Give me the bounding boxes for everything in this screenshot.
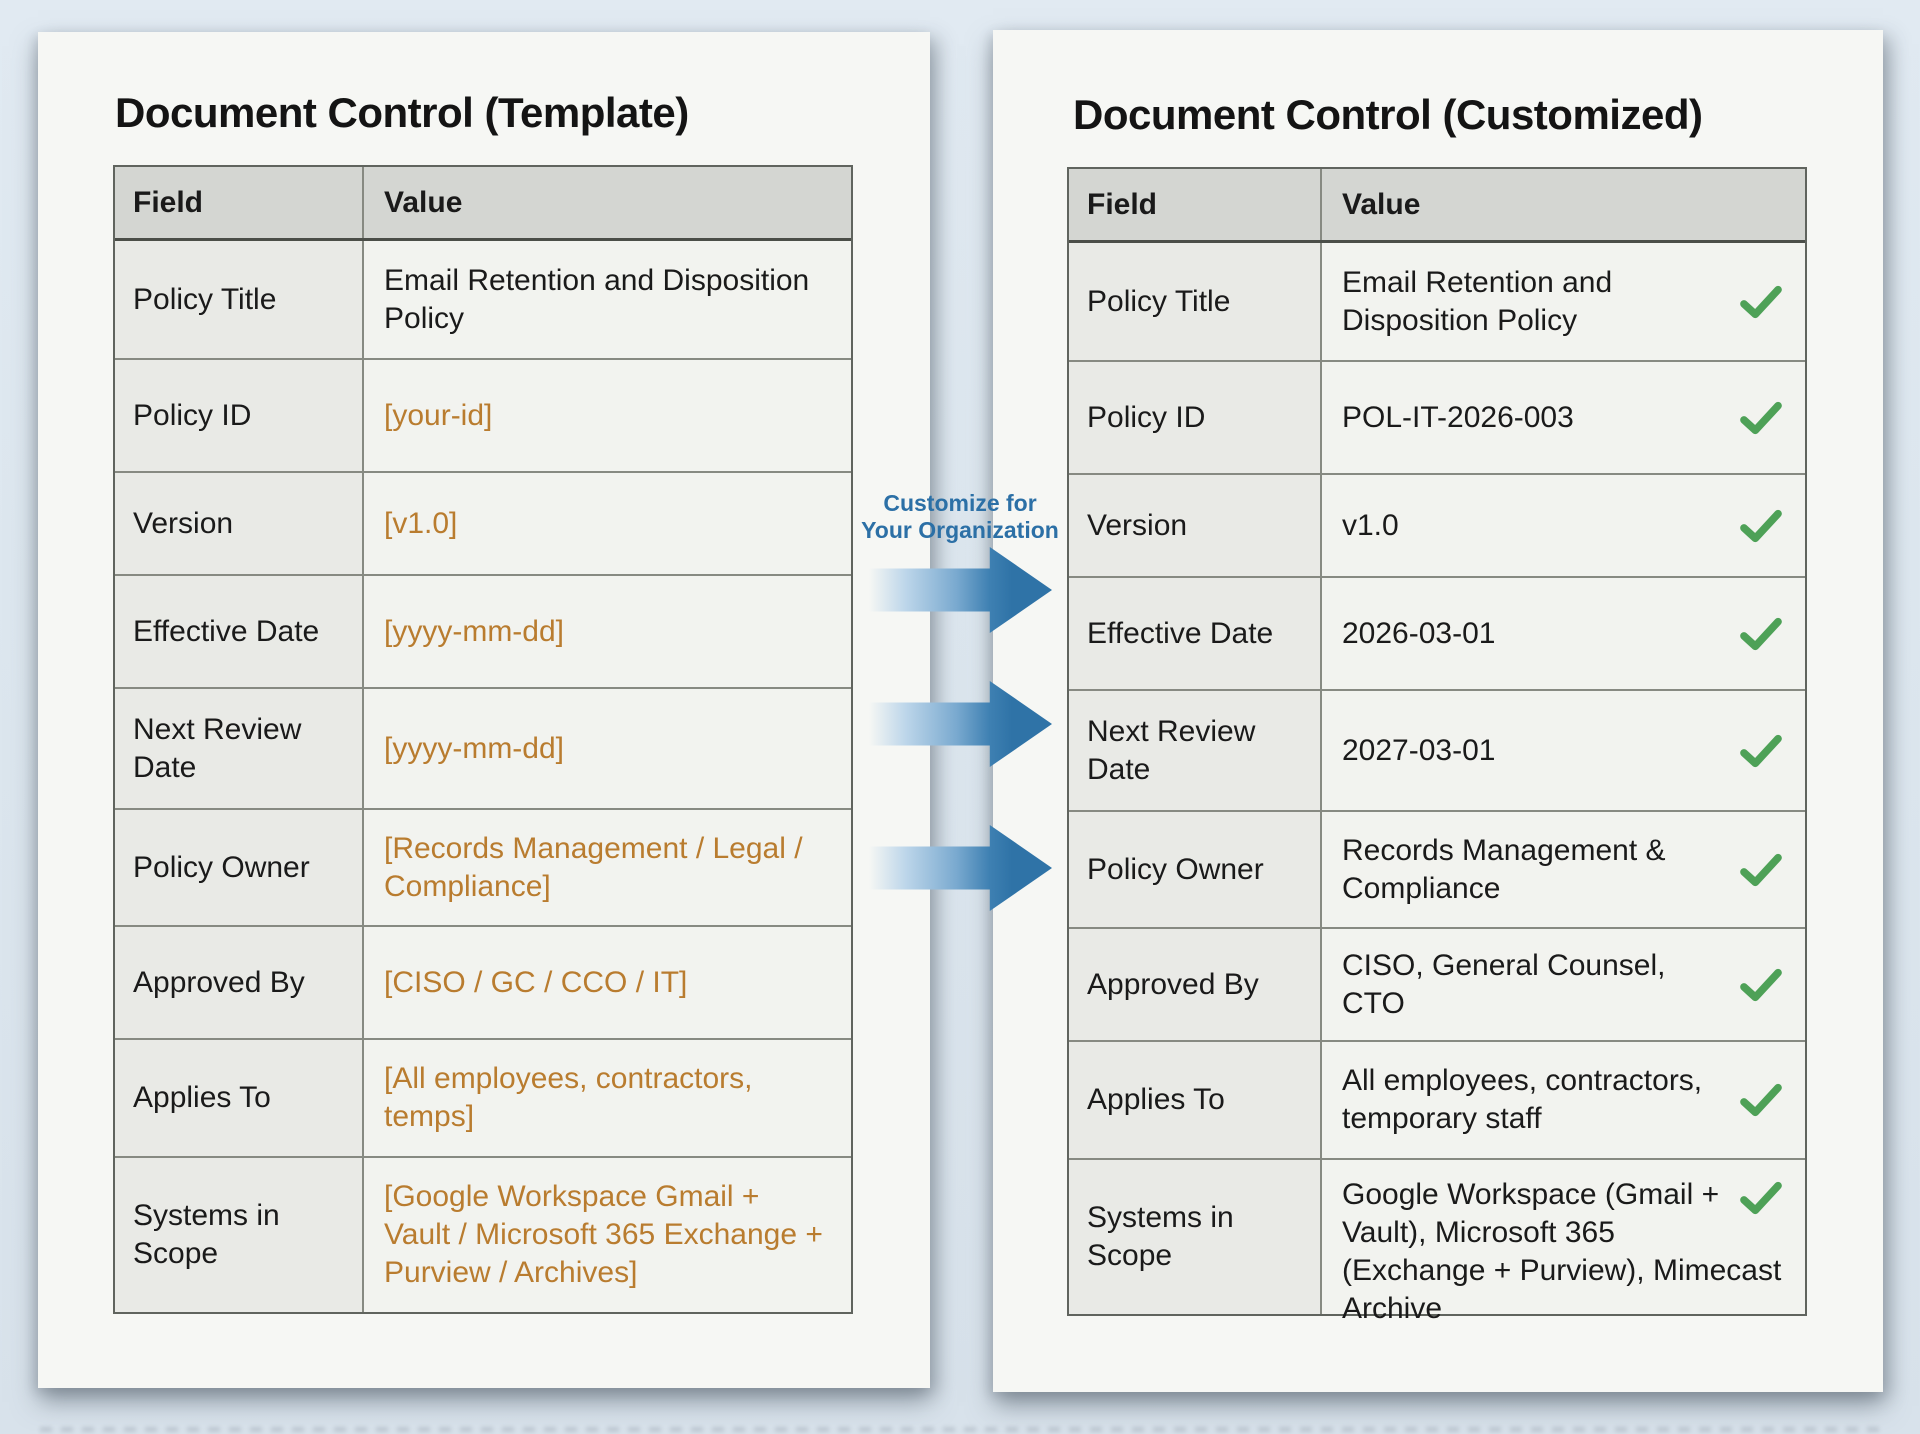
value-text: [All employees, contractors, temps]: [384, 1062, 753, 1133]
field-cell: Policy Owner: [115, 810, 364, 925]
value-text: [your-id]: [384, 398, 493, 432]
table-row: Approved By CISO, General Counsel, CTO: [1069, 927, 1805, 1040]
value-cell: v1.0: [1322, 475, 1805, 576]
table-row: Policy ID [your-id]: [115, 358, 851, 471]
field-cell: Version: [115, 473, 364, 574]
customized-title: Document Control (Customized): [1073, 91, 1703, 138]
value-text: 2027-03-01: [1342, 733, 1496, 767]
value-text: [v1.0]: [384, 506, 458, 540]
table-row: Policy Title Email Retention and Disposi…: [115, 241, 851, 358]
scan-artifact-strip: [40, 1427, 1880, 1432]
value-text: All employees, contractors, temporary st…: [1342, 1064, 1703, 1135]
value-text: Email Retention and Disposition Policy: [384, 263, 810, 335]
check-icon: [1740, 1181, 1782, 1215]
table-row: Applies To All employees, contractors, t…: [1069, 1040, 1805, 1158]
header-cell-field: Field: [1069, 169, 1322, 240]
field-cell: Next Review Date: [1069, 691, 1322, 810]
value-text: Records Management & Compliance: [1342, 833, 1666, 905]
value-text: [yyyy-mm-dd]: [384, 731, 564, 765]
customized-table-body: Policy Title Email Retention and Disposi…: [1069, 243, 1805, 1325]
table-row: Policy ID POL-IT-2026-003: [1069, 360, 1805, 473]
field-cell: Systems in Scope: [1069, 1160, 1322, 1314]
connector-label-line1: Customize for: [883, 490, 1037, 516]
field-cell: Policy ID: [1069, 362, 1322, 473]
check-icon: [1740, 1083, 1782, 1117]
table-row: Version [v1.0]: [115, 471, 851, 574]
value-cell: [Google Workspace Gmail + Vault / Micros…: [364, 1158, 851, 1312]
value-cell: POL-IT-2026-003: [1322, 362, 1805, 473]
customized-paper: Document Control (Customized) Field Valu…: [993, 30, 1883, 1392]
field-cell: Version: [1069, 475, 1322, 576]
value-text: POL-IT-2026-003: [1342, 400, 1574, 434]
connector-label: Customize for Your Organization: [810, 490, 1110, 544]
table-row: Effective Date [yyyy-mm-dd]: [115, 574, 851, 687]
table-row: Policy Owner [Records Management / Legal…: [115, 808, 851, 925]
value-cell: CISO, General Counsel, CTO: [1322, 929, 1805, 1040]
template-table-body: Policy Title Email Retention and Disposi…: [115, 241, 851, 1312]
table-row: Approved By [CISO / GC / CCO / IT]: [115, 925, 851, 1038]
field-cell: Applies To: [115, 1040, 364, 1156]
check-icon: [1740, 968, 1782, 1001]
value-cell: All employees, contractors, temporary st…: [1322, 1042, 1805, 1158]
value-text: v1.0: [1342, 508, 1399, 542]
field-cell: Applies To: [1069, 1042, 1322, 1158]
value-text: [CISO / GC / CCO / IT]: [384, 965, 688, 999]
table-row: Policy Owner Records Management & Compli…: [1069, 810, 1805, 927]
check-icon: [1740, 734, 1782, 767]
value-cell: Email Retention and Disposition Policy: [1322, 243, 1805, 360]
value-text: 2026-03-01: [1342, 616, 1496, 650]
value-cell: [Records Management / Legal / Compliance…: [364, 810, 851, 925]
value-text: CISO, General Counsel, CTO: [1342, 948, 1666, 1020]
value-text: Google Workspace (Gmail + Vault), Micros…: [1342, 1178, 1782, 1325]
table-row: Policy Title Email Retention and Disposi…: [1069, 243, 1805, 360]
table-row: Systems in Scope Google Workspace (Gmail…: [1069, 1158, 1805, 1325]
value-cell: [v1.0]: [364, 473, 851, 574]
table-row: Systems in Scope [Google Workspace Gmail…: [115, 1156, 851, 1312]
check-icon: [1740, 853, 1782, 886]
value-text: [Records Management / Legal / Compliance…: [384, 831, 803, 903]
value-text: Email Retention and Disposition Policy: [1342, 265, 1613, 337]
field-cell: Next Review Date: [115, 689, 364, 808]
value-cell: [yyyy-mm-dd]: [364, 576, 851, 687]
header-cell-field: Field: [115, 167, 364, 238]
value-cell: [All employees, contractors, temps]: [364, 1040, 851, 1156]
value-cell: Records Management & Compliance: [1322, 812, 1805, 927]
check-icon: [1740, 401, 1782, 434]
value-cell: [yyyy-mm-dd]: [364, 689, 851, 808]
header-cell-value: Value: [1342, 187, 1421, 221]
value-cell: 2026-03-01: [1322, 578, 1805, 689]
value-cell: 2027-03-01: [1322, 691, 1805, 810]
field-cell: Approved By: [1069, 929, 1322, 1040]
check-icon: [1740, 509, 1782, 542]
field-cell: Policy Title: [1069, 243, 1322, 360]
template-paper: Document Control (Template) Field Value …: [38, 32, 930, 1388]
header-cell-value: Value: [384, 185, 463, 219]
value-text: [yyyy-mm-dd]: [384, 614, 564, 648]
field-cell: Approved By: [115, 927, 364, 1038]
table-row: Version v1.0: [1069, 473, 1805, 576]
table-header-row: Field Value: [1069, 169, 1805, 243]
value-cell: [CISO / GC / CCO / IT]: [364, 927, 851, 1038]
field-cell: Effective Date: [115, 576, 364, 687]
value-text: [Google Workspace Gmail + Vault / Micros…: [384, 1180, 823, 1289]
field-cell: Systems in Scope: [115, 1158, 364, 1312]
field-cell: Policy ID: [115, 360, 364, 471]
value-cell: [your-id]: [364, 360, 851, 471]
check-icon: [1740, 285, 1782, 318]
table-row: Next Review Date 2027-03-01: [1069, 689, 1805, 810]
check-icon: [1740, 617, 1782, 650]
field-cell: Policy Owner: [1069, 812, 1322, 927]
customized-table: Field Value Policy Title Email Retention…: [1067, 167, 1807, 1325]
value-cell: Email Retention and Disposition Policy: [364, 241, 851, 358]
table-header-row: Field Value: [115, 167, 851, 241]
template-title: Document Control (Template): [115, 89, 689, 136]
table-row: Effective Date 2026-03-01: [1069, 576, 1805, 689]
field-cell: Effective Date: [1069, 578, 1322, 689]
table-row: Next Review Date [yyyy-mm-dd]: [115, 687, 851, 808]
connector-label-line2: Your Organization: [861, 517, 1059, 543]
value-cell: Google Workspace (Gmail + Vault), Micros…: [1322, 1160, 1805, 1325]
template-table: Field Value Policy Title Email Retention…: [113, 165, 853, 1314]
field-cell: Policy Title: [115, 241, 364, 358]
table-row: Applies To [All employees, contractors, …: [115, 1038, 851, 1156]
